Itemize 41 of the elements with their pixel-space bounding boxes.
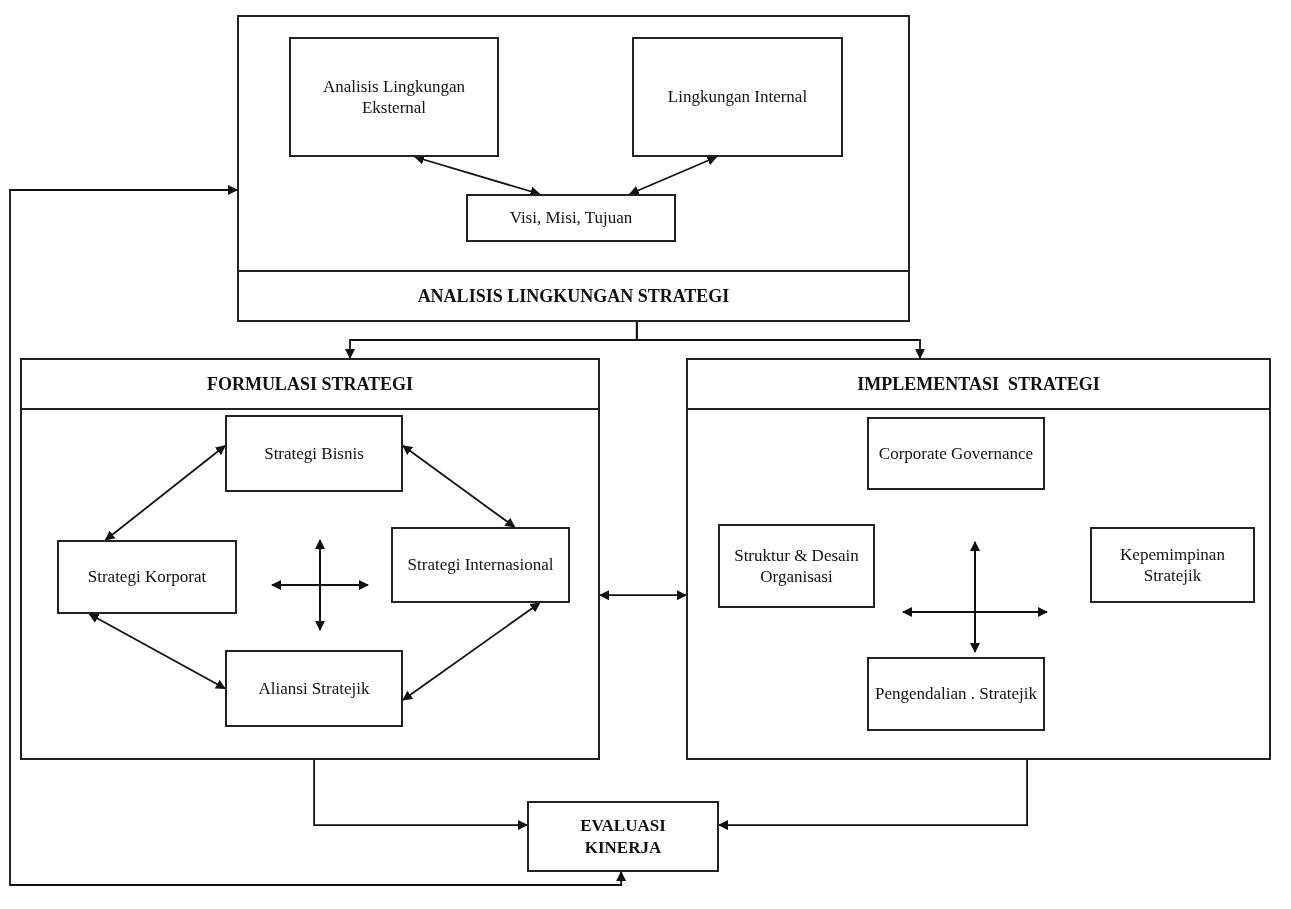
process-box xyxy=(1090,527,1255,603)
process-box xyxy=(466,194,676,242)
box-label: Strategi Internasional xyxy=(407,554,554,576)
process-box xyxy=(391,527,570,603)
box-label: Lingkungan Internal xyxy=(667,86,808,108)
arrow xyxy=(402,444,516,528)
section-panel xyxy=(20,358,600,760)
box-label: Strategi Bisnis xyxy=(264,442,364,465)
evaluation-box xyxy=(527,801,719,872)
box-label: Pengendalian . Stratejik xyxy=(875,683,1037,705)
section-title: FORMULASI STRATEGI xyxy=(206,373,414,395)
process-box xyxy=(57,540,237,614)
process-box xyxy=(225,650,403,727)
arrow xyxy=(9,185,627,886)
arrow xyxy=(414,154,541,197)
box-label: Aliansi Stratejik xyxy=(258,677,370,700)
arrow xyxy=(718,759,1028,831)
process-box xyxy=(632,37,843,157)
box-label: Corporate Governance xyxy=(878,442,1034,465)
arrow xyxy=(599,590,687,601)
process-box xyxy=(867,417,1045,490)
box-label: Analisis Lingkungan Eksternal xyxy=(321,75,467,119)
section-panel xyxy=(686,358,1271,760)
box-label: Kepemimpinan Stratejik xyxy=(1119,543,1226,587)
arrow xyxy=(88,613,226,690)
process-box xyxy=(225,415,403,492)
arrow xyxy=(628,155,718,196)
box-label: Strategi Korporat xyxy=(87,566,207,588)
box-label: Visi, Misi, Tujuan xyxy=(509,207,633,229)
process-box xyxy=(289,37,499,157)
arrow xyxy=(104,444,226,541)
section-title: IMPLEMENTASI STRATEGI xyxy=(857,373,1100,395)
box-label: Struktur & Desain Organisasi xyxy=(733,544,860,588)
arrow xyxy=(313,759,528,831)
arrow xyxy=(635,321,925,359)
box-label: EVALUASI KINERJA xyxy=(579,815,667,858)
section-panel xyxy=(237,15,910,322)
process-box xyxy=(718,524,875,608)
process-box xyxy=(867,657,1045,731)
arrow xyxy=(402,602,541,701)
section-title: ANALISIS LINGKUNGAN STRATEGI xyxy=(417,285,730,307)
